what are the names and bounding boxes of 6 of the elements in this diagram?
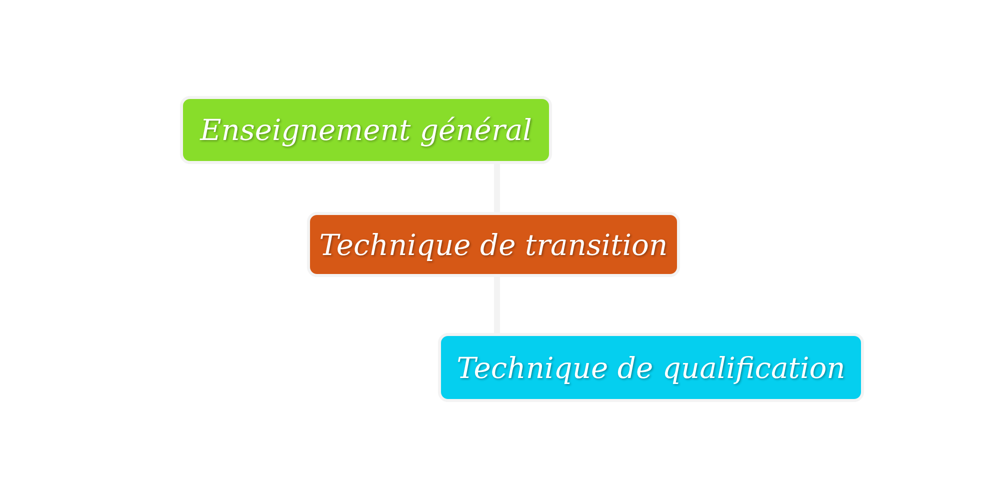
rounded-box	[180, 96, 552, 164]
box-label: Technique de qualification	[456, 350, 846, 384]
rounded-box	[307, 212, 680, 277]
box-label: Technique de transition	[319, 228, 668, 262]
box-label: Enseignement général	[200, 113, 532, 147]
rounded-box	[438, 333, 864, 402]
